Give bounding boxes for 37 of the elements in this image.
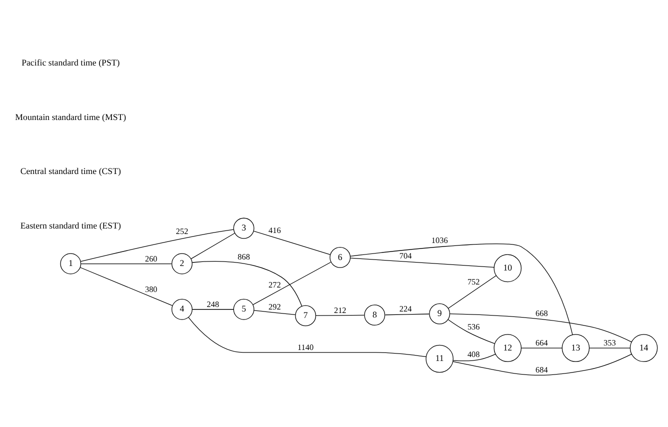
connector — [80, 229, 234, 262]
label: Eastern standard time (EST) — [20, 220, 121, 231]
label: Pacific standard time (PST) — [22, 57, 120, 68]
connector — [452, 354, 496, 362]
node-circle: 5 — [233, 298, 254, 320]
node-circle: 11 — [426, 344, 454, 373]
node-circle: 2 — [172, 253, 192, 274]
node-circle: 13 — [562, 334, 590, 362]
label: Mountain standard time (MST) — [15, 112, 126, 122]
connector — [80, 267, 173, 306]
node-circle: 9 — [429, 303, 450, 324]
label: Central standard time (CST) — [20, 166, 121, 176]
connector — [253, 230, 330, 255]
node-circle: 6 — [330, 246, 351, 268]
node-circle: 7 — [295, 305, 316, 326]
connector — [190, 232, 235, 260]
connector — [448, 275, 497, 309]
node-circle: 8 — [364, 304, 386, 326]
connector — [448, 319, 496, 344]
node-circle: 10 — [494, 254, 522, 282]
connector — [316, 314, 365, 316]
connector — [350, 244, 573, 336]
connector — [252, 262, 332, 305]
connector — [254, 310, 296, 316]
node-circle: 14 — [630, 334, 658, 362]
connector — [350, 258, 495, 268]
connector — [384, 314, 430, 316]
connector — [188, 317, 426, 358]
node-circle: 12 — [494, 334, 522, 362]
connector — [192, 309, 234, 310]
node-circle: 1 — [60, 253, 82, 274]
node-circle: 4 — [172, 298, 192, 320]
connector — [450, 314, 632, 342]
node-circle: 3 — [233, 218, 254, 239]
connector — [80, 263, 172, 264]
connector — [452, 354, 632, 376]
connector — [192, 261, 302, 306]
